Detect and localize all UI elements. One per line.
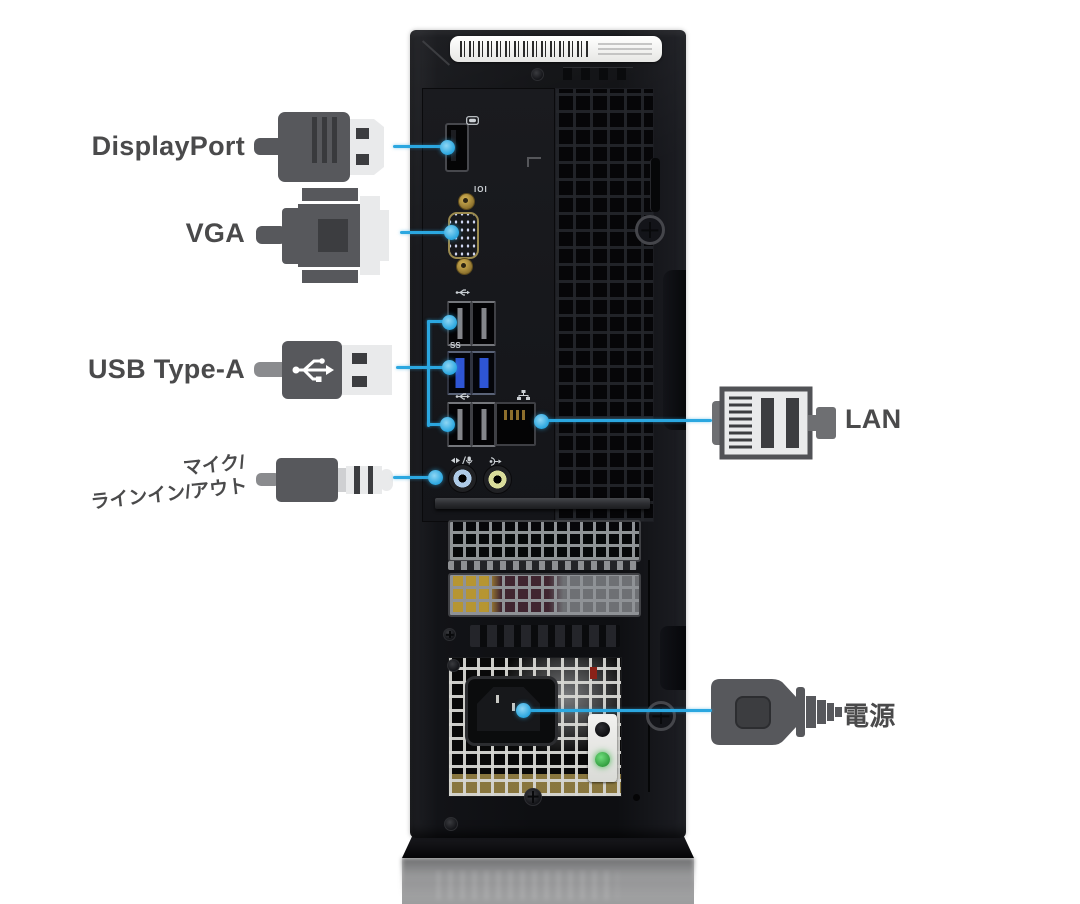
lan-plug-icon xyxy=(712,386,836,465)
vga-plug-icon xyxy=(256,188,402,288)
chassis-hole xyxy=(633,794,640,801)
top-vent-slits xyxy=(563,67,633,80)
expansion-slot-cover-2 xyxy=(448,573,641,617)
usb-callout-branch-bottom xyxy=(427,423,445,426)
lan-callout-dot xyxy=(534,414,549,429)
usb2-port-2 xyxy=(471,301,496,346)
corner-slot xyxy=(421,40,451,66)
audio-callout-line xyxy=(393,476,431,479)
displayport-callout-dot xyxy=(440,140,455,155)
usb3-port-2 xyxy=(471,351,496,395)
power-callout-dot xyxy=(516,703,531,718)
vga-callout-line xyxy=(400,231,448,234)
cover-latch xyxy=(663,270,686,430)
psu-switch-strip xyxy=(588,714,617,782)
vga-port-marking: IOI xyxy=(474,185,488,194)
barcode-sticker xyxy=(450,36,662,62)
thumbscrew-top xyxy=(635,215,665,245)
expansion-slot-cover-1 xyxy=(448,520,641,562)
audio-line-in-jack xyxy=(448,464,477,493)
usb2-port-4 xyxy=(471,402,496,447)
lan-port xyxy=(495,402,536,446)
audio-label: マイク/ ラインイン/アウト xyxy=(27,451,249,522)
power-plug-icon xyxy=(710,676,842,753)
vga-callout-dot xyxy=(444,225,459,240)
barcode-icon xyxy=(460,41,588,57)
panel-seam xyxy=(648,560,650,792)
psu-screw-topleft xyxy=(447,659,460,672)
reflection-shadow xyxy=(402,858,694,904)
audio-callout-dot xyxy=(428,470,443,485)
power-label: 電源 xyxy=(843,701,896,731)
usb-callout-dot-3 xyxy=(440,417,455,432)
lan-label: LAN xyxy=(845,404,902,434)
padlock-slot xyxy=(650,158,660,212)
reflection-ghost-lines xyxy=(437,870,619,901)
displayport-label: DisplayPort xyxy=(91,131,245,161)
c14-pin-mark-1 xyxy=(496,695,499,703)
displayport-plug-icon xyxy=(254,111,394,188)
psu-status-led xyxy=(595,752,610,767)
thumbscrew-bottom xyxy=(646,701,676,731)
usb-callout-branch-top xyxy=(427,320,447,323)
chassis-screw-top xyxy=(531,68,544,81)
vga-standoff-screw-top xyxy=(458,193,475,210)
panel-ledge xyxy=(435,498,650,509)
psu-red-component xyxy=(590,667,597,679)
tower-base xyxy=(402,836,694,858)
usb-callout-line xyxy=(396,366,444,369)
lan-callout-line xyxy=(548,419,712,422)
usb-callout-dot-1 xyxy=(442,315,457,330)
usb-plug-icon xyxy=(254,341,396,404)
c14-pin-mark-2 xyxy=(512,703,515,711)
lower-vent-slits xyxy=(470,625,620,647)
displayport-callout-line xyxy=(393,145,443,148)
side-vent-grille xyxy=(555,88,654,522)
floor-reflection xyxy=(402,858,694,904)
cover-latch-lower xyxy=(660,626,686,690)
usb-label: USB Type-A xyxy=(87,354,245,384)
slot-retention-clip xyxy=(448,561,637,570)
panel-corner-mark xyxy=(527,157,541,167)
audio-line-out-jack xyxy=(483,465,512,494)
audio-plug-icon xyxy=(256,457,396,508)
chassis-screw-bottomleft xyxy=(444,817,458,831)
vga-label: VGA xyxy=(185,218,245,248)
usb-callout-bracket xyxy=(427,320,430,427)
slot-screw xyxy=(443,628,456,641)
vga-standoff-screw-bottom xyxy=(456,258,473,275)
usb3-ss-marking: SS xyxy=(450,341,461,350)
psu-screw-bottom xyxy=(524,788,542,806)
pc-tower-rear: IOI SS xyxy=(410,30,686,838)
psu-test-button xyxy=(595,722,610,737)
sticker-text-lines xyxy=(598,42,652,55)
usb-callout-dot-2 xyxy=(442,360,457,375)
power-callout-line xyxy=(530,709,712,712)
